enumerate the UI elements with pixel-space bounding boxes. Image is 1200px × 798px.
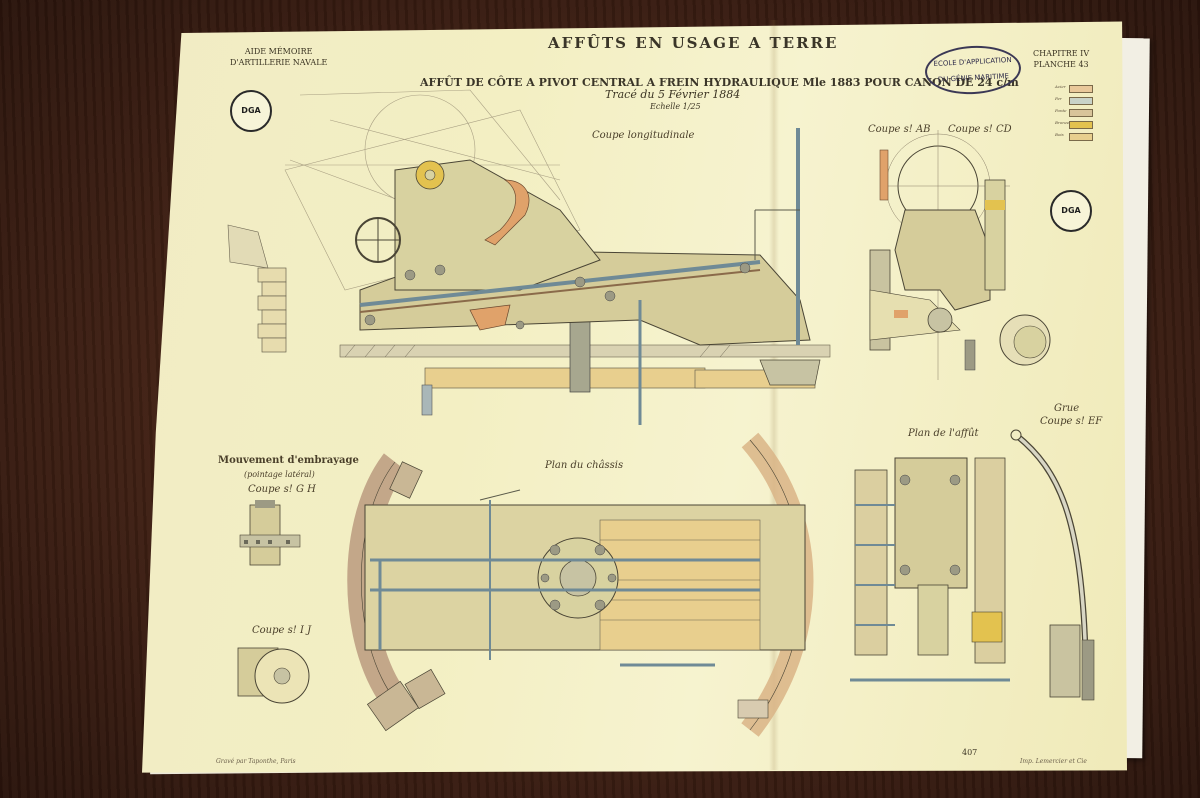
legend-label: Bronze (1055, 120, 1070, 125)
crane-drawing (1010, 429, 1095, 701)
chassis-plan-drawing (347, 432, 814, 737)
header-left: AIDE MÉMOIRE D'ARTILLERIE NAVALE (230, 46, 327, 68)
label-pointage: (pointage latéral) (244, 470, 315, 479)
label-coupe-ij: Coupe s! I J (252, 625, 312, 636)
trace-date: Tracé du 5 Février 1884 (605, 88, 741, 101)
legend-label: Bois (1055, 132, 1064, 137)
dga-seal-left: DGA (230, 90, 272, 132)
longitudinal-section-drawing (227, 89, 831, 425)
label-plan-affut: Plan de l'affût (908, 428, 979, 439)
legend-label: Acier (1055, 84, 1066, 89)
label-coupe-longitudinale: Coupe longitudinale (592, 130, 695, 141)
header-left-line2: D'ARTILLERIE NAVALE (230, 58, 328, 67)
dga-seal-right: DGA (1050, 190, 1092, 232)
legend-swatch (1069, 121, 1093, 129)
label-mouvement: Mouvement d'embrayage (218, 455, 359, 466)
legend-row: Bronze (1055, 120, 1095, 132)
header-left-line1: AIDE MÉMOIRE (244, 47, 313, 56)
plate-subtitle: AFFÛT DE CÔTE A PIVOT CENTRAL A FREIN HY… (420, 76, 1019, 89)
scale-label: Echelle 1/25 (650, 102, 701, 111)
legend-swatch (1069, 85, 1093, 93)
plate-number-label: PLANCHE 43 (1033, 60, 1089, 69)
legend-label: Fer (1055, 96, 1062, 101)
legend-label: Fonte (1055, 108, 1067, 113)
legend-row: Bois (1055, 132, 1095, 144)
plate-main-title: AFFÛTS EN USAGE A TERRE (548, 34, 839, 52)
legend-swatch (1069, 109, 1093, 117)
center-fold (769, 20, 779, 770)
label-grue: Grue (1054, 403, 1080, 414)
legend-swatch (1069, 133, 1093, 141)
material-legend: Acier Fer Fonte Bronze Bois (1055, 84, 1095, 144)
cross-section-ab-cd-drawing (869, 130, 1051, 380)
label-coupe-ef: Coupe s! EF (1040, 416, 1103, 427)
carriage-plan-drawing (850, 457, 1010, 682)
label-coupe-ab: Coupe s! AB (868, 124, 931, 135)
school-stamp-line1: ECOLE D'APPLICATION (933, 55, 1012, 69)
school-stamp-line2: DU GÉNIE MARITIME (937, 72, 1010, 84)
label-plan-chassis: Plan du châssis (545, 460, 624, 471)
chapter-label: CHAPITRE IV (1033, 49, 1090, 58)
legend-swatch (1069, 97, 1093, 105)
label-coupe-cd: Coupe s! CD (948, 124, 1012, 135)
legend-row: Fonte (1055, 108, 1095, 120)
legend-row: Acier (1055, 84, 1095, 96)
printer-credit: Gravé par Taponthe, Paris (216, 758, 296, 765)
chapter-block: CHAPITRE IV PLANCHE 43 (1033, 48, 1089, 70)
label-coupe-gh: Coupe s! G H (248, 484, 316, 495)
section-gh-drawing (239, 500, 301, 566)
legend-row: Fer (1055, 96, 1095, 108)
section-ij-drawing (237, 647, 310, 704)
page-number: 407 (962, 748, 978, 757)
printer-credit-right: Imp. Lemercier et Cie (1020, 758, 1087, 765)
